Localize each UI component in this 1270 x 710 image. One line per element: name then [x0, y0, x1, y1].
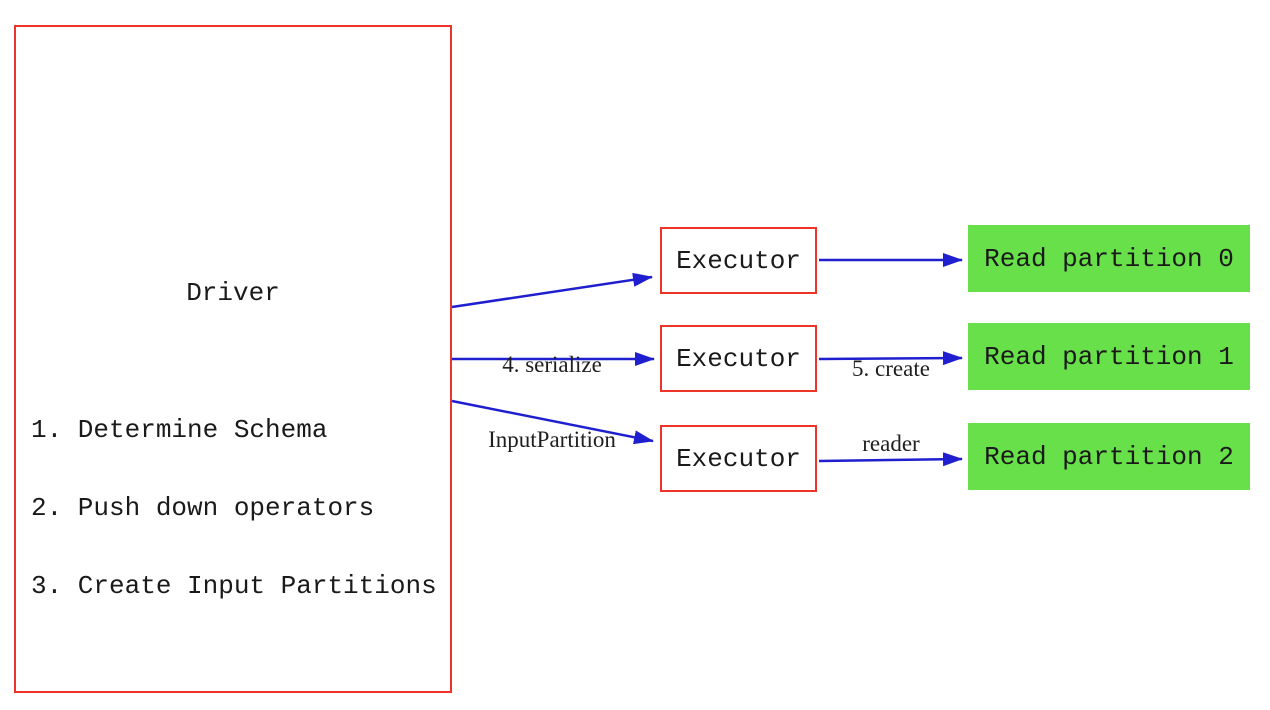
read-partition-box-0: Read partition 0: [968, 225, 1250, 292]
driver-box: [14, 25, 452, 693]
driver-title: Driver: [186, 278, 280, 308]
edge-label-serialize-line2: InputPartition: [488, 427, 616, 452]
executor-box-0: Executor: [660, 227, 817, 294]
executor-box-2: Executor: [660, 425, 817, 492]
driver-step-2: 2. Push down operators: [31, 493, 375, 523]
driver-step-3: 3. Create Input Partitions: [31, 571, 437, 601]
driver-steps-list: 1. Determine Schema 2. Push down operato…: [31, 365, 437, 651]
edge-label-serialize-inputpartition: 4. serialize InputPartition: [432, 302, 672, 502]
read-partition-box-1: Read partition 1: [968, 323, 1250, 390]
edge-label-create-reader: 5. create reader: [811, 306, 971, 506]
read-partition-box-2: Read partition 2: [968, 423, 1250, 490]
edge-label-reader-line2: reader: [862, 431, 920, 456]
edge-label-serialize-line1: 4. serialize: [502, 352, 602, 377]
edge-label-reader-line1: 5. create: [852, 356, 930, 381]
executor-box-1: Executor: [660, 325, 817, 392]
driver-step-1: 1. Determine Schema: [31, 415, 328, 445]
